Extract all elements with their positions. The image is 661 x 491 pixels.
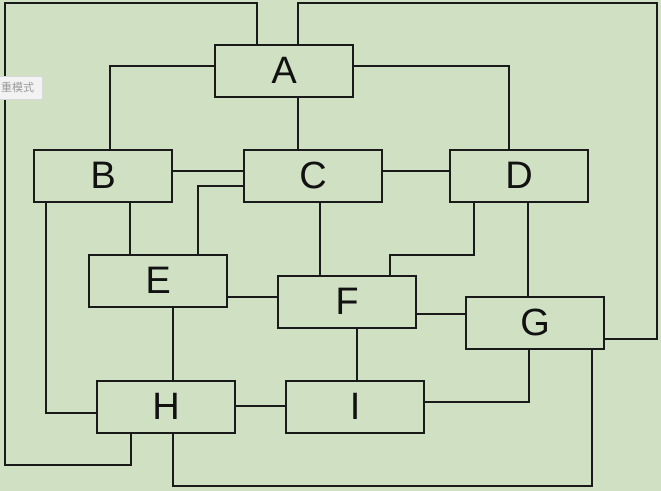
node-box — [96, 380, 236, 434]
wires — [4, 2, 658, 487]
mode-badge[interactable]: 重模式 — [0, 76, 43, 100]
connector-a-d — [352, 65, 510, 151]
node-h[interactable]: H — [96, 380, 236, 434]
node-g[interactable]: G — [465, 296, 605, 350]
node-box — [465, 296, 605, 350]
connector-d-f — [389, 201, 475, 277]
node-box — [243, 149, 383, 203]
node-box — [277, 275, 417, 329]
node-label: I — [350, 386, 361, 428]
node-label: G — [520, 302, 550, 344]
node-e[interactable]: E — [88, 254, 228, 308]
connector-a-b — [109, 65, 216, 151]
node-box — [214, 44, 354, 98]
node-box — [33, 149, 173, 203]
node-f[interactable]: F — [277, 275, 417, 329]
node-box — [285, 380, 425, 434]
connector-b-h — [45, 201, 98, 414]
connector-g-h — [172, 348, 593, 487]
connector-a-h — [4, 2, 258, 466]
node-c[interactable]: C — [243, 149, 383, 203]
connector-a-g — [297, 2, 658, 340]
node-d[interactable]: D — [449, 149, 589, 203]
node-label: B — [90, 155, 115, 197]
node-box — [449, 149, 589, 203]
node-i[interactable]: I — [285, 380, 425, 434]
node-a[interactable]: A — [214, 44, 354, 98]
node-box — [88, 254, 228, 308]
node-label: E — [145, 260, 170, 302]
node-label: D — [505, 155, 532, 197]
connector-c-e — [197, 185, 245, 256]
node-label: A — [271, 50, 297, 92]
node-label: F — [335, 281, 358, 323]
node-label: C — [299, 155, 326, 197]
node-label: H — [152, 386, 179, 428]
connector-g-i — [423, 348, 530, 403]
node-b[interactable]: B — [33, 149, 173, 203]
nodes: A B C D E F G H I — [33, 44, 605, 434]
